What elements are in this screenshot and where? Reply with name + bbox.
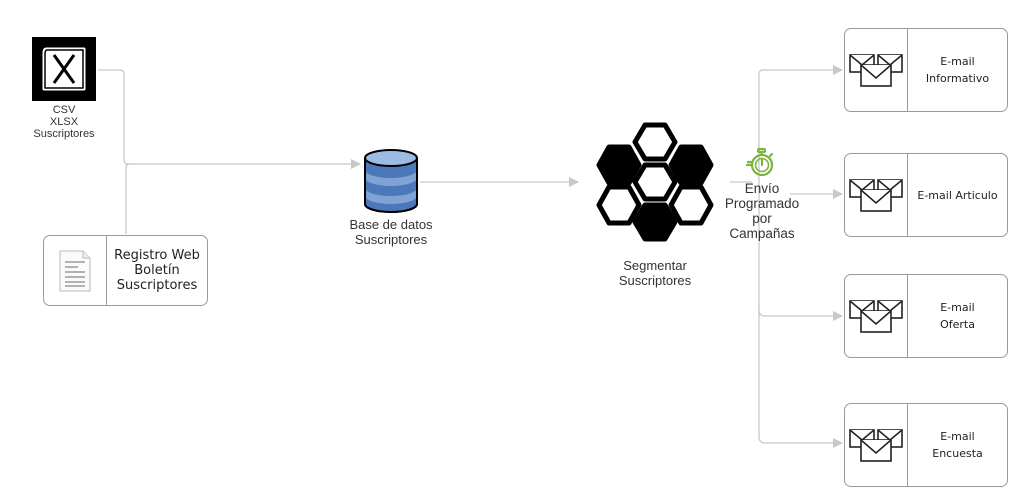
email-icon-cell	[845, 275, 908, 357]
import-file-node[interactable]	[32, 37, 96, 101]
connector-to-oferta	[758, 309, 843, 321]
email-icon-cell	[845, 154, 908, 236]
scheduler-label: Envío Programado por Campañas	[724, 181, 800, 241]
database-icon	[364, 149, 418, 213]
email-label: E-mail Articulo	[917, 188, 998, 202]
web-form-icon-cell	[44, 236, 107, 305]
document-icon	[59, 250, 91, 291]
segment-label: Segmentar Suscriptores	[618, 258, 692, 288]
excel-x-icon	[32, 37, 96, 101]
scheduler-node[interactable]	[745, 147, 778, 179]
web-form-node[interactable]: Registro Web Boletín Suscriptores	[43, 235, 208, 306]
email-icon-cell	[845, 404, 908, 486]
segment-node[interactable]	[596, 120, 714, 242]
web-form-label: Registro Web Boletín Suscriptores	[114, 248, 200, 293]
envelopes-icon	[849, 429, 903, 462]
envelopes-icon	[849, 54, 903, 87]
email-card-articulo[interactable]: E-mail Articulo	[844, 153, 1008, 237]
stopwatch-icon	[745, 147, 774, 177]
connector-to-encuesta	[758, 436, 843, 448]
connector-trunk	[758, 65, 843, 75]
import-file-label: CSV XLSX Suscriptores	[33, 104, 95, 140]
database-label: Base de datos Suscriptores	[349, 217, 433, 247]
database-node[interactable]	[362, 148, 420, 214]
connector-file-to-db	[98, 69, 361, 169]
envelopes-icon	[849, 300, 903, 333]
envelopes-icon	[849, 179, 903, 212]
connector-form-to-db	[125, 163, 131, 234]
email-icon-cell	[845, 29, 908, 111]
hexagon-cluster-icon	[596, 122, 714, 242]
